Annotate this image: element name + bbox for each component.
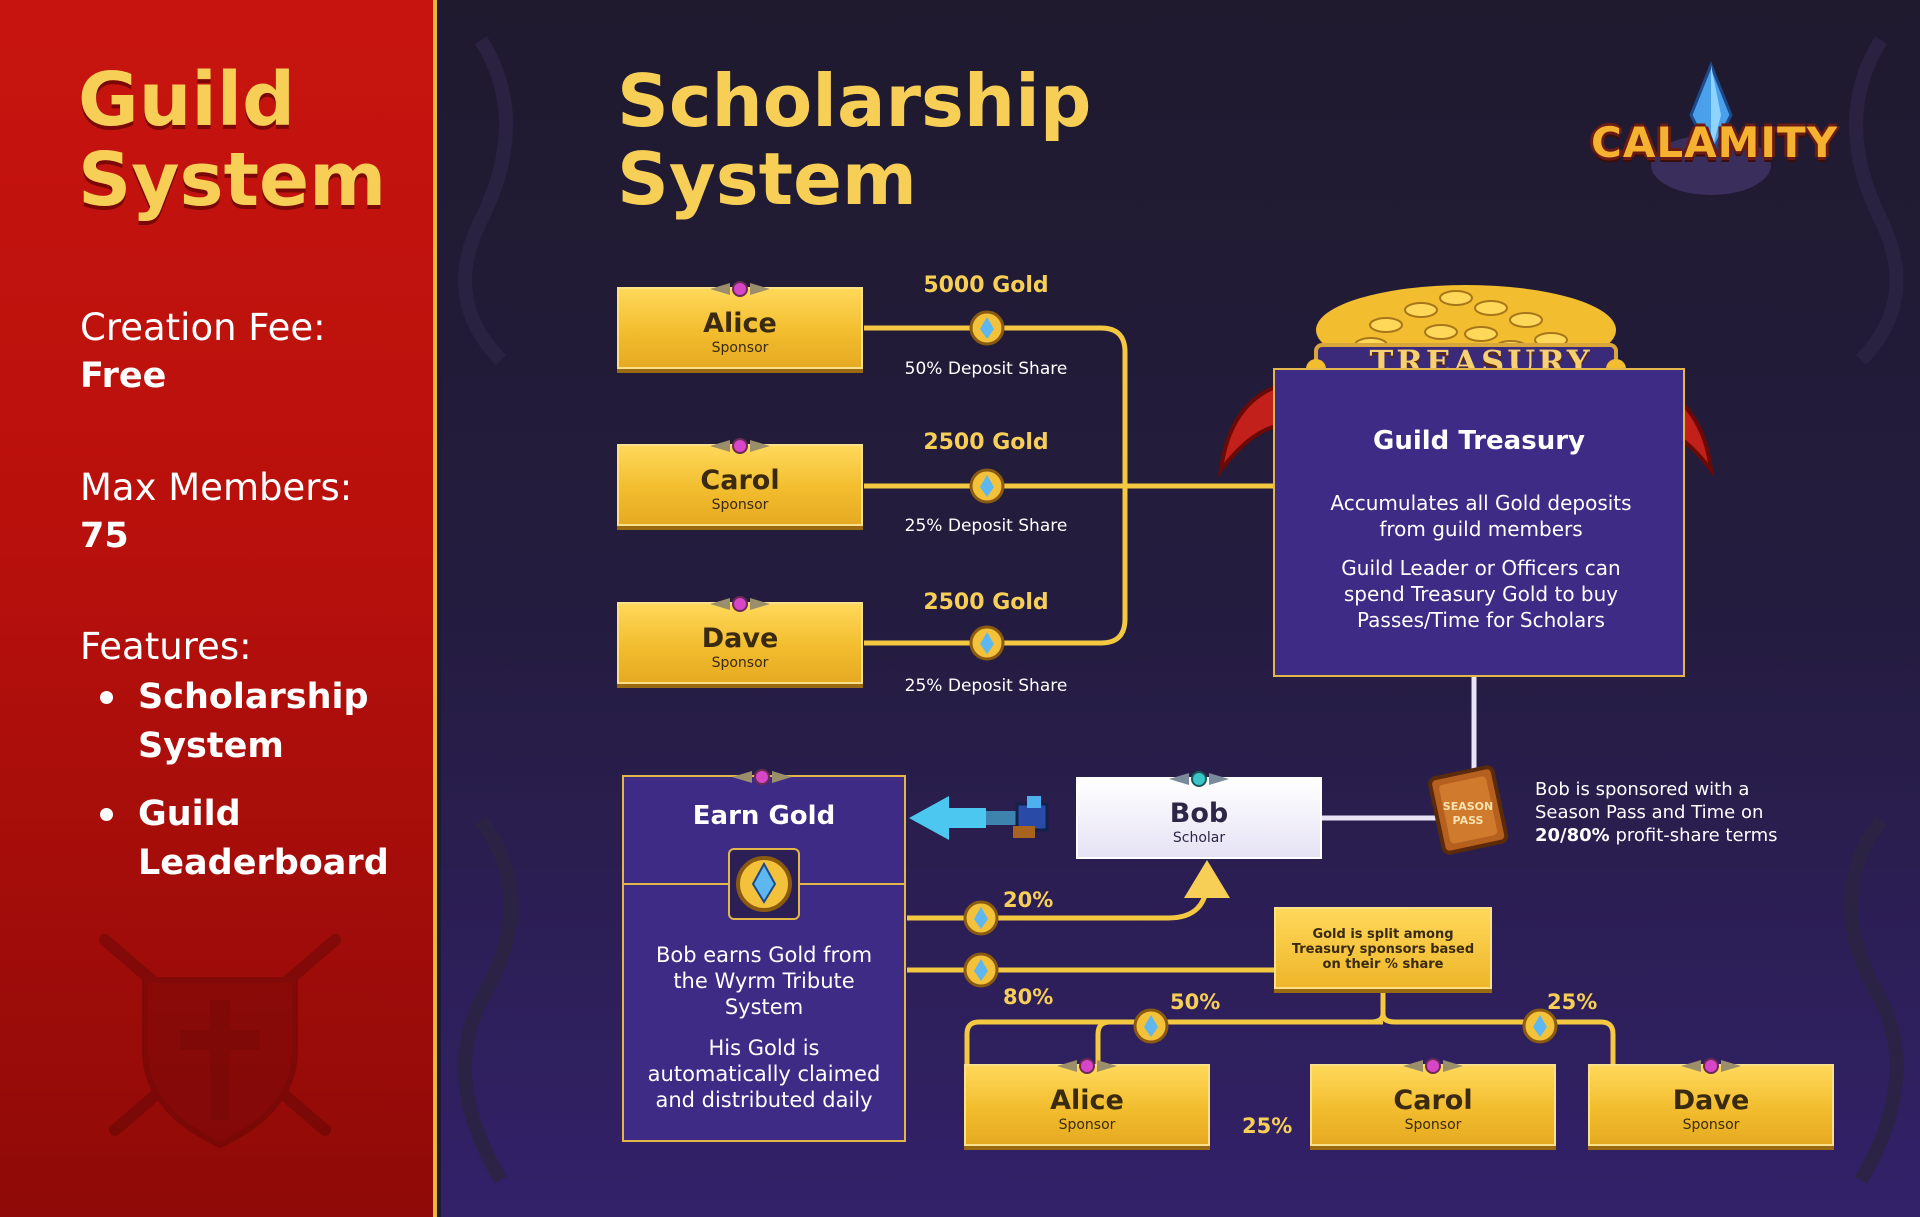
gold-coin-icon [963,952,999,988]
deposit-share: 50% Deposit Share [904,359,1068,379]
sponsor-card-alice: Alice Sponsor [964,1058,1210,1146]
gem-wing-icon [1681,1058,1741,1074]
logo-text: CALAMITY [1591,118,1839,167]
page-title: Scholarship System [617,59,1092,221]
features-label: Features: [80,625,252,668]
deposit-amount: 2500 Gold [923,430,1049,455]
gem-wing-icon [1169,771,1229,787]
feature-item: Scholarship System [138,677,369,766]
treasury-desc: Guild Leader or Officers can spend Treas… [1341,556,1621,632]
gold-coin-icon [1522,1008,1558,1044]
max-members-label: Max Members: [80,466,353,509]
split-note: Gold is split among Treasury sponsors ba… [1274,907,1492,989]
sponsor-card-alice: Alice Sponsor [617,281,863,369]
creation-fee-value: Free [80,356,167,396]
sponsor-card-carol: Carol Sponsor [617,438,863,526]
gem-wing-icon [1057,1058,1117,1074]
wyrm-sprite-icon [1013,796,1049,838]
gem-wing-icon [710,438,770,454]
earn-gold-panel: Earn Gold Bob earns Gold from the Wyrm T… [622,769,906,1142]
gold-coin-icon [736,856,792,912]
calamity-logo: CALAMITY [1591,60,1839,210]
season-pass-text: SEASON [1443,800,1493,813]
bullet-icon [100,691,113,704]
max-members-value: 75 [80,516,129,556]
deposit-amount: 2500 Gold [923,590,1049,615]
sponsor-card-dave: Dave Sponsor [617,596,863,684]
treasury-panel: Guild Treasury Accumulates all Gold depo… [1273,368,1685,677]
treasury-title: Guild Treasury [1373,426,1585,456]
season-pass-text: PASS [1453,814,1484,827]
scholar-card-bob: Bob Scholar [1076,771,1322,859]
deposit-share: 25% Deposit Share [904,676,1068,696]
gold-coin-icon [969,310,1005,346]
flow-percent: 80% [1003,985,1054,1009]
deposit-share: 25% Deposit Share [904,516,1068,536]
earn-gold-desc: His Gold is automatically claimed and di… [647,1036,881,1112]
sidebar-title: Guild System [78,57,387,223]
main-area: Scholarship System CALAMITY Alice Sponso… [441,0,1920,1217]
bullet-icon [100,808,113,821]
crystal-icon [1651,60,1771,195]
gold-coin-icon [969,625,1005,661]
gold-coin-icon [1133,1008,1169,1044]
flow-percent: 25% [1547,990,1598,1014]
creation-fee-label: Creation Fee: [80,306,326,349]
flow-percent: 25% [1242,1114,1293,1138]
earn-gold-desc: Bob earns Gold from the Wyrm Tribute Sys… [655,943,873,1019]
flow-percent: 20% [1003,888,1054,912]
sidebar-panel: Guild System Creation Fee: Free Max Memb… [0,0,437,1217]
treasury-desc: Accumulates all Gold deposits from guild… [1330,491,1632,541]
bob-sponsorship-note: Bob is sponsored with a Season Pass and … [1535,779,1778,846]
earn-coin-frame [728,848,800,920]
earn-gold-title: Earn Gold [692,801,836,831]
deposit-amount: 5000 Gold [923,273,1049,298]
crossed-swords-shield-icon [99,934,341,1149]
feature-item: Guild Leaderboard [138,794,389,883]
gem-wing-icon [710,281,770,297]
sponsor-card-carol: Carol Sponsor [1310,1058,1556,1146]
gem-wing-icon [732,769,792,785]
season-pass-icon: SEASON PASS [1428,765,1509,855]
gem-wing-icon [710,596,770,612]
gold-coin-icon [969,468,1005,504]
gold-coin-icon [963,900,999,936]
gem-wing-icon [1403,1058,1463,1074]
sponsor-card-dave: Dave Sponsor [1588,1058,1834,1146]
flow-percent: 50% [1170,990,1221,1014]
